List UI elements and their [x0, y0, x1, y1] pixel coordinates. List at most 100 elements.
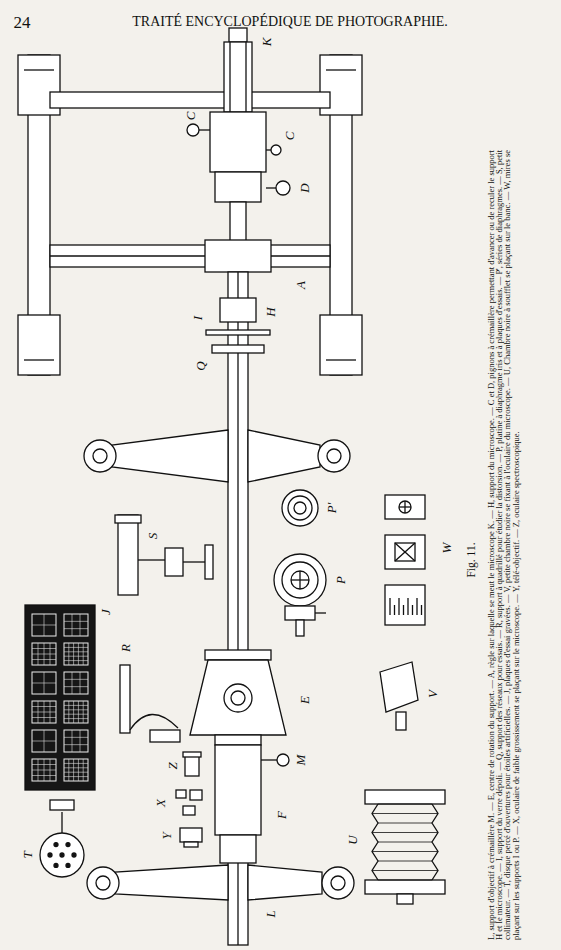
artificial-star-disk — [48, 843, 76, 868]
engraved-test-plate — [64, 643, 88, 665]
engraved-test-plate — [73, 643, 74, 665]
iris-stage — [315, 612, 326, 613]
engraved-test-plate — [64, 776, 88, 777]
engraved-test-plate — [64, 737, 88, 738]
engraved-test-plate — [32, 701, 56, 723]
collimator — [138, 559, 165, 560]
bench-leg — [322, 867, 354, 899]
eyepiece — [190, 790, 202, 800]
engraved-test-plate — [78, 759, 79, 781]
callout-letter: Y — [160, 832, 173, 839]
bellows-camera — [378, 861, 432, 862]
callout-letter: A — [294, 281, 307, 289]
bellows-camera — [372, 870, 438, 871]
engraved-test-plate — [83, 701, 84, 723]
engraved-test-plate — [78, 701, 79, 723]
artificial-star-disk — [72, 853, 76, 857]
bench-leg — [84, 430, 354, 900]
callout-letter: D — [298, 183, 311, 192]
engraved-test-plate — [32, 770, 56, 771]
bench-foot — [18, 55, 362, 375]
bench-leg — [248, 865, 322, 900]
lens-support — [224, 684, 252, 712]
bellows-camera — [397, 894, 413, 904]
microscope-support — [212, 345, 264, 353]
engraved-test-plate — [64, 614, 88, 636]
bench-foot — [18, 315, 60, 375]
engraved-test-plate — [32, 614, 88, 781]
bellows-camera — [365, 790, 445, 904]
bellows-camera — [378, 804, 432, 805]
test-chart — [407, 598, 408, 615]
test-chart — [404, 501, 405, 513]
bellows-camera — [372, 832, 438, 833]
collimator — [165, 548, 183, 576]
engraved-test-plate — [64, 621, 88, 622]
callout-letter: J — [99, 609, 112, 615]
microscope — [224, 42, 252, 112]
callout-letter: X — [154, 799, 167, 807]
engraved-test-plate — [32, 683, 56, 684]
objective-carriage — [261, 759, 277, 760]
engraved-test-plate — [78, 643, 79, 665]
collimator — [205, 545, 213, 579]
objective-carriage — [215, 745, 289, 863]
iris-stage — [299, 571, 300, 589]
iris-stage — [296, 620, 304, 636]
bellows-camera — [372, 813, 438, 814]
callout-letter: W — [440, 543, 453, 554]
engraved-test-plate — [80, 614, 81, 636]
microscope — [229, 42, 230, 112]
bench-leg — [93, 449, 107, 463]
eyepiece — [183, 752, 201, 757]
engraved-test-plate — [25, 605, 95, 790]
engraved-test-plate — [64, 759, 88, 781]
test-chart — [395, 543, 415, 561]
eyepiece — [183, 806, 195, 815]
callout-letter: F — [275, 811, 288, 819]
callout-letter: M — [294, 755, 307, 766]
microscope — [271, 145, 281, 155]
engraved-test-plate — [32, 775, 56, 776]
bellows-camera — [378, 823, 432, 824]
diaphragm-series — [288, 496, 312, 520]
artificial-star-disk — [66, 843, 70, 847]
engraved-test-plate — [64, 628, 88, 629]
bench-leg — [96, 876, 110, 890]
rule-bar — [50, 255, 330, 256]
diaphragm-series — [294, 502, 306, 514]
bench-leg — [327, 449, 341, 463]
engraved-test-plate — [64, 772, 88, 773]
callout-letter: T — [21, 851, 34, 858]
bench-leg — [112, 430, 228, 482]
engraved-test-plate — [64, 730, 88, 752]
microscope-support — [220, 298, 256, 322]
objective-carriage — [277, 754, 289, 766]
bench-leg — [331, 876, 345, 890]
test-chart — [385, 585, 425, 625]
microscope — [187, 28, 290, 272]
diaphragm-series — [282, 490, 318, 526]
artificial-star-disk — [60, 853, 64, 857]
distortion-grid-support — [120, 665, 180, 742]
iris-stage — [285, 606, 315, 620]
bellows-camera — [372, 804, 438, 880]
engraved-test-plate — [32, 654, 56, 655]
engraved-test-plate — [68, 643, 69, 665]
test-chart — [389, 598, 390, 615]
engraved-test-plate — [32, 659, 56, 660]
microscope — [266, 187, 276, 188]
engraved-test-plate — [32, 741, 56, 742]
callout-letter: H — [264, 307, 277, 316]
bench-leg — [87, 867, 119, 899]
callout-letter: C — [283, 132, 296, 141]
artificial-star-disk — [54, 863, 58, 867]
engraved-test-plate — [32, 717, 56, 718]
test-chart — [390, 598, 422, 615]
bellows-camera — [365, 880, 445, 894]
eyepiece — [176, 752, 202, 847]
microscope — [210, 112, 266, 172]
lens-support — [215, 735, 261, 745]
engraved-test-plate — [32, 643, 56, 665]
test-chart — [385, 495, 425, 519]
